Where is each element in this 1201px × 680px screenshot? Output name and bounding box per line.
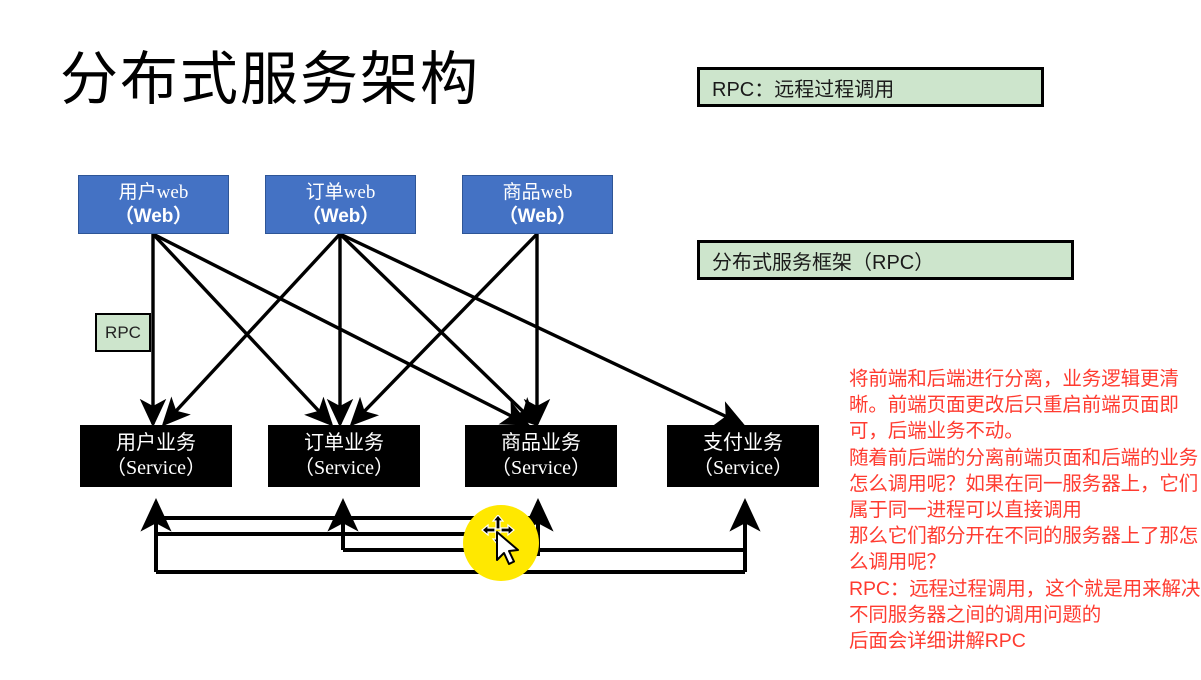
- service-box-product[interactable]: 商品业务 （Service）: [465, 425, 617, 487]
- web-box-product-line1: 商品web: [502, 182, 573, 204]
- annotation-notes: 将前端和后端进行分离，业务逻辑更清晰。前端页面更改后只重启前端页面即可，后端业务…: [849, 368, 1201, 653]
- service-box-payment-line2: （Service）: [693, 457, 793, 479]
- web-box-user-line1: 用户web: [118, 182, 189, 204]
- move-pointer-cursor-icon: [481, 515, 519, 565]
- rpc-inline-tag-label: RPC: [105, 322, 141, 342]
- service-box-order[interactable]: 订单业务 （Service）: [268, 425, 420, 487]
- service-box-payment-line1: 支付业务: [703, 432, 783, 454]
- page-title: 分布式服务架构: [60, 47, 481, 112]
- web-to-service-arrows: [139, 232, 746, 428]
- service-box-product-line2: （Service）: [491, 457, 591, 479]
- web-box-user-line2: （Web）: [114, 205, 193, 227]
- web-box-product-line2: （Web）: [498, 205, 577, 227]
- service-box-payment[interactable]: 支付业务 （Service）: [667, 425, 819, 487]
- callout-framework-label: 分布式服务框架（RPC）: [712, 251, 935, 274]
- web-box-product[interactable]: 商品web （Web）: [462, 175, 613, 234]
- rpc-inline-tag[interactable]: RPC: [95, 313, 151, 352]
- web-box-order-line2: （Web）: [301, 205, 380, 227]
- service-box-user[interactable]: 用户业务 （Service）: [80, 425, 232, 487]
- callout-rpc-definition-label: RPC：远程过程调用: [712, 78, 895, 101]
- service-box-user-line2: （Service）: [106, 457, 206, 479]
- service-box-product-line1: 商品业务: [501, 432, 581, 454]
- callout-framework[interactable]: 分布式服务框架（RPC）: [697, 240, 1074, 280]
- web-box-order[interactable]: 订单web （Web）: [265, 175, 416, 234]
- web-box-order-line1: 订单web: [305, 182, 376, 204]
- web-box-user[interactable]: 用户web （Web）: [78, 175, 229, 234]
- service-bus-lines: [140, 498, 761, 574]
- service-box-user-line1: 用户业务: [116, 432, 196, 454]
- service-box-order-line1: 订单业务: [304, 432, 384, 454]
- service-box-order-line2: （Service）: [294, 457, 394, 479]
- callout-rpc-definition[interactable]: RPC：远程过程调用: [697, 67, 1044, 107]
